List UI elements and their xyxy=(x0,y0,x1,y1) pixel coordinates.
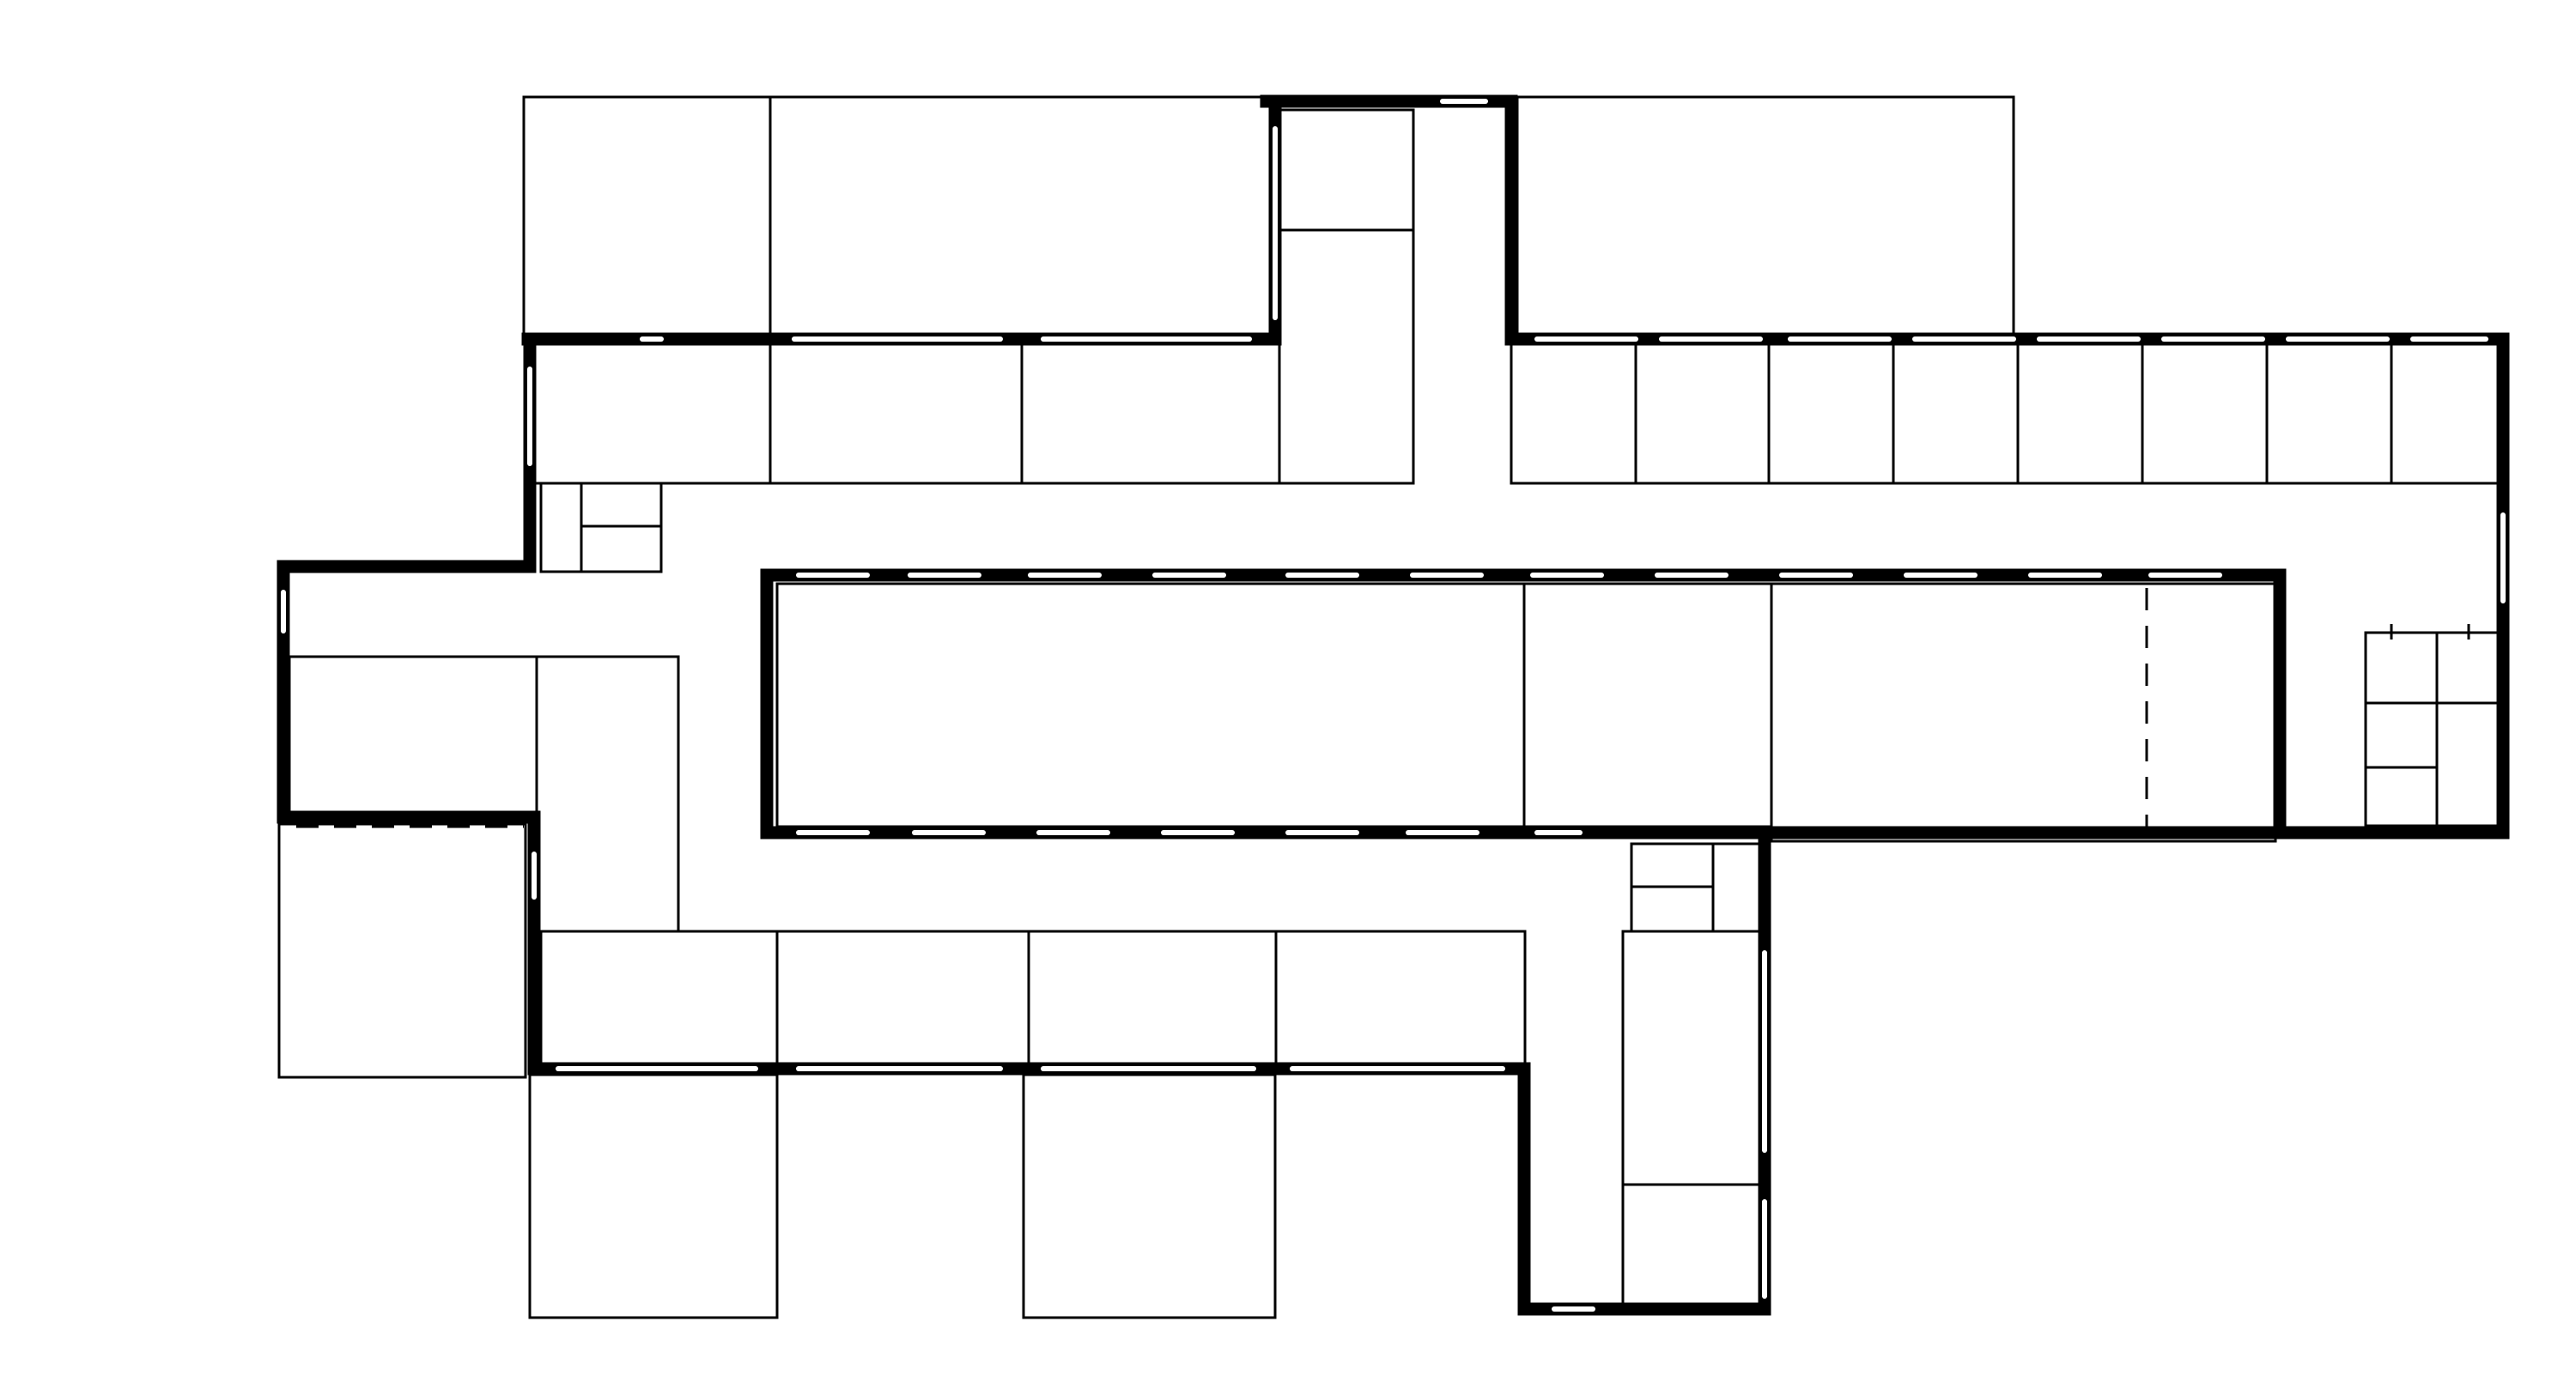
room-e2-8 xyxy=(2390,342,2500,485)
room-nw-1 xyxy=(522,95,772,341)
room-small-1 xyxy=(539,482,583,573)
room-e2-6 xyxy=(2141,342,2269,485)
room-e2-2 xyxy=(1634,342,1771,485)
wall-courtyard xyxy=(760,568,2287,840)
room-leg-2 xyxy=(1630,885,1715,933)
room-leg-5 xyxy=(1621,1183,1762,1306)
room-leg-3 xyxy=(1711,842,1762,933)
room-s-low-2 xyxy=(1022,1073,1277,1319)
room-e2-5 xyxy=(2016,342,2144,485)
room-court-1 xyxy=(775,582,1526,828)
room-small-3 xyxy=(580,524,663,573)
room-east-s1 xyxy=(2364,631,2439,705)
room-w2-2 xyxy=(769,342,1024,485)
room-leg-1 xyxy=(1630,842,1715,888)
room-s-low-1 xyxy=(528,1073,779,1319)
room-small-2 xyxy=(580,482,663,528)
room-leg-4 xyxy=(1621,930,1762,1186)
exterior-walls xyxy=(276,94,2510,1316)
room-west-2 xyxy=(535,655,680,933)
dashed-partitions xyxy=(296,588,2148,837)
room-stair-a xyxy=(1278,108,1415,232)
room-nw-2 xyxy=(769,95,1273,341)
room-e2-7 xyxy=(2265,342,2393,485)
room-e2-1 xyxy=(1510,342,1637,485)
room-w2-1 xyxy=(532,342,772,485)
room-east-s2 xyxy=(2435,631,2500,705)
rooms xyxy=(277,95,2500,1319)
room-court-3 xyxy=(1770,582,2277,843)
room-e2-4 xyxy=(1892,342,2020,485)
room-e2-3 xyxy=(1767,342,1895,485)
room-s2 xyxy=(775,930,1030,1069)
room-s4 xyxy=(1274,930,1527,1069)
room-east-s4 xyxy=(2364,766,2439,827)
room-w2-3 xyxy=(1020,342,1281,485)
room-s1 xyxy=(539,930,779,1069)
room-s3 xyxy=(1027,930,1278,1069)
room-west-1 xyxy=(288,655,538,817)
room-stair-b xyxy=(1278,228,1415,485)
room-west-3 xyxy=(277,822,527,1079)
room-court-2 xyxy=(1522,582,1773,828)
room-east-s3 xyxy=(2364,701,2439,769)
windows xyxy=(281,99,2506,1312)
room-ne-1 xyxy=(1516,95,2015,341)
room-east-s5 xyxy=(2435,701,2500,827)
door-marks xyxy=(2390,624,2470,639)
